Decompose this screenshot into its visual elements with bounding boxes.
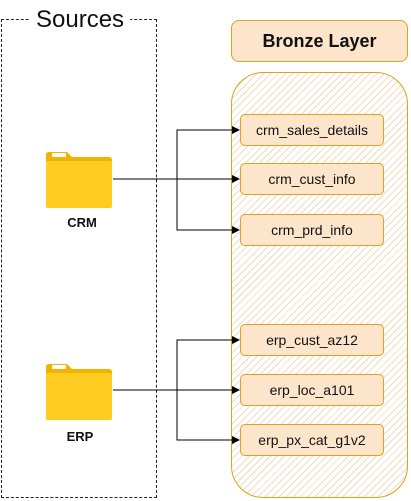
table-crm-prd-info: crm_prd_info [240,214,384,246]
table-erp-loc-a101: erp_loc_a101 [240,374,384,406]
connector-crm-sales [176,126,240,179]
connector-erp-px [176,390,240,444]
table-crm-sales-details: crm_sales_details [240,114,384,146]
bronze-layer-title: Bronze Layer [262,30,377,51]
table-erp-px-cat-g1v2: erp_px_cat_g1v2 [240,424,384,456]
connector-crm-prd [176,179,240,234]
table-crm-cust-info: crm_cust_info [240,163,384,195]
crm-label: CRM [67,215,97,230]
table-label: crm_sales_details [255,122,369,138]
table-label: crm_cust_info [268,171,356,187]
bronze-layer-header: Bronze Layer [231,20,408,62]
sources-title: Sources [30,6,131,34]
table-label: erp_px_cat_g1v2 [258,432,366,448]
table-label: crm_prd_info [271,222,353,238]
table-label: erp_cust_az12 [266,332,358,348]
table-erp-cust-az12: erp_cust_az12 [240,324,384,356]
erp-folder-icon [46,364,112,420]
erp-label: ERP [66,429,94,444]
table-label: erp_loc_a101 [269,382,355,398]
connector-erp-cust [176,336,240,390]
crm-folder-icon [46,152,112,208]
